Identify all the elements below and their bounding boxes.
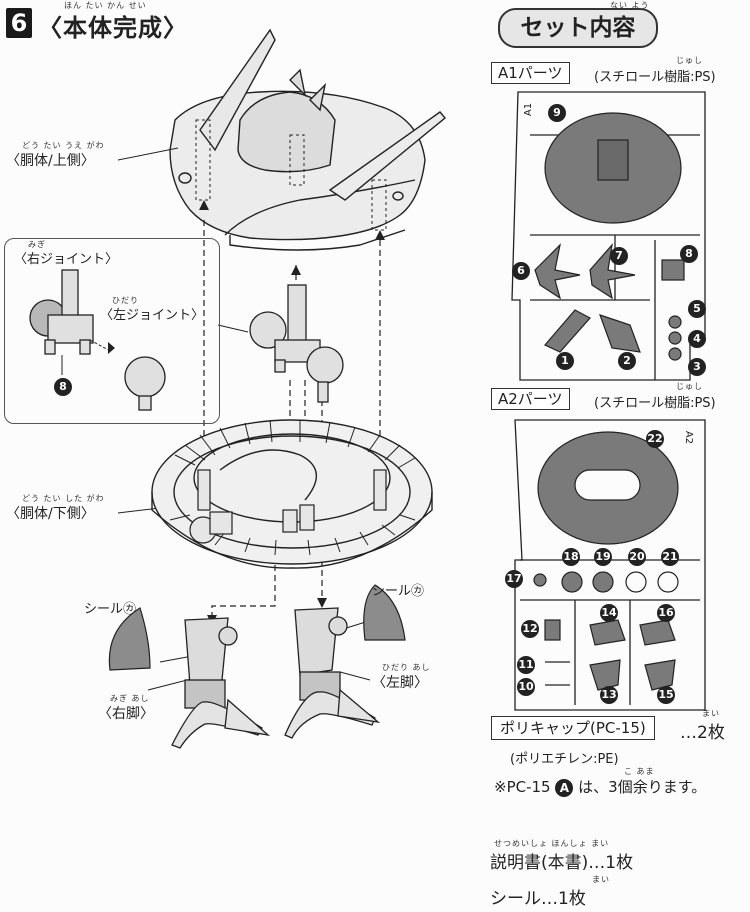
a1-part-6: 6 [512,262,530,280]
a2-part-10: 10 [517,678,535,696]
a1-part-3: 3 [688,358,706,376]
runner-a2-material: (スチロール樹脂:PS) [594,396,716,411]
runner-a1-material: (スチロール樹脂:PS) [594,70,716,85]
left-leg-furigana: ひだり あし [382,663,431,672]
polycap-label: ポリキャップ(PC-15) [491,716,655,740]
a1-part-8: 8 [680,245,698,263]
contents-title-furigana: ない よう [610,1,650,10]
manual-count: 説明書(本書)…1枚 [490,853,634,873]
a2-part-19: 19 [594,548,612,566]
runner-a1-material-furigana: じゅし [676,56,703,65]
runner-a-circle-icon: A [555,778,574,797]
right-leg-furigana: みぎ あし [110,694,150,703]
seal-right-label: シール㋕ [372,584,425,599]
a2-part-14: 14 [600,604,618,622]
runner-a2-material-furigana: じゅし [676,382,703,391]
lower-body-label: 〈胴体/下側〉 [6,506,95,522]
a2-part-12: 12 [521,620,539,638]
joint-detail-inset [4,238,220,424]
left-leg-label: 〈左脚〉 [372,675,428,691]
runner-a1-id: A1 [523,102,535,117]
a2-part-18: 18 [562,548,580,566]
a2-part-22: 22 [646,430,664,448]
a1-part-7: 7 [610,247,628,265]
runner-a2-id: A2 [683,430,695,445]
right-joint-label: 〈右ジョイント〉 [14,252,119,267]
a1-part-5: 5 [688,300,706,318]
polycap-note: ※PC-15 A は、3個余ります。 [494,776,706,797]
a1-part-2: 2 [618,352,636,370]
upper-body-label: 〈胴体/上側〉 [6,153,95,169]
note-suffix: は、3個余ります。 [578,778,707,796]
seal-count: シール…1枚 [490,889,586,909]
step-number-badge: 6 [6,8,32,38]
seal-count-furigana: まい [592,875,610,884]
a2-part-16: 16 [657,604,675,622]
step-title: 〈本体完成〉 [38,14,188,42]
manual-furigana: せつめいしょ ほんしょ まい [494,839,610,848]
left-joint-furigana: ひだり [112,296,139,305]
note-furigana: こ あま [624,767,655,776]
a1-part-9: 9 [548,104,566,122]
right-leg-label: 〈右脚〉 [98,706,154,722]
polycap-count: …2枚 [680,723,725,743]
a1-part-4: 4 [688,330,706,348]
left-joint-label: 〈左ジョイント〉 [100,308,205,323]
a1-part-1: 1 [556,352,574,370]
a2-part-21: 21 [661,548,679,566]
lower-body-furigana: どう たい した がわ [22,494,105,503]
polycap-count-furigana: まい [702,709,720,718]
a2-part-11: 11 [517,656,535,674]
step-title-furigana: ほん たい かん せい [64,1,147,10]
a2-part-13: 13 [600,686,618,704]
a2-part-17: 17 [505,570,523,588]
runner-a1-label: A1パーツ [491,62,570,84]
a2-part-20: 20 [628,548,646,566]
polycap-material: (ポリエチレン:PE) [510,752,619,767]
upper-body-furigana: どう たい うえ がわ [22,141,105,150]
right-joint-furigana: みぎ [28,240,46,249]
inset-part-number: 8 [54,378,72,396]
seal-left-label: シール㋕ [84,602,137,617]
note-prefix: ※PC-15 [494,778,551,796]
contents-title: セット内容 [498,8,658,48]
runner-a2-label: A2パーツ [491,388,570,410]
a2-part-15: 15 [657,686,675,704]
